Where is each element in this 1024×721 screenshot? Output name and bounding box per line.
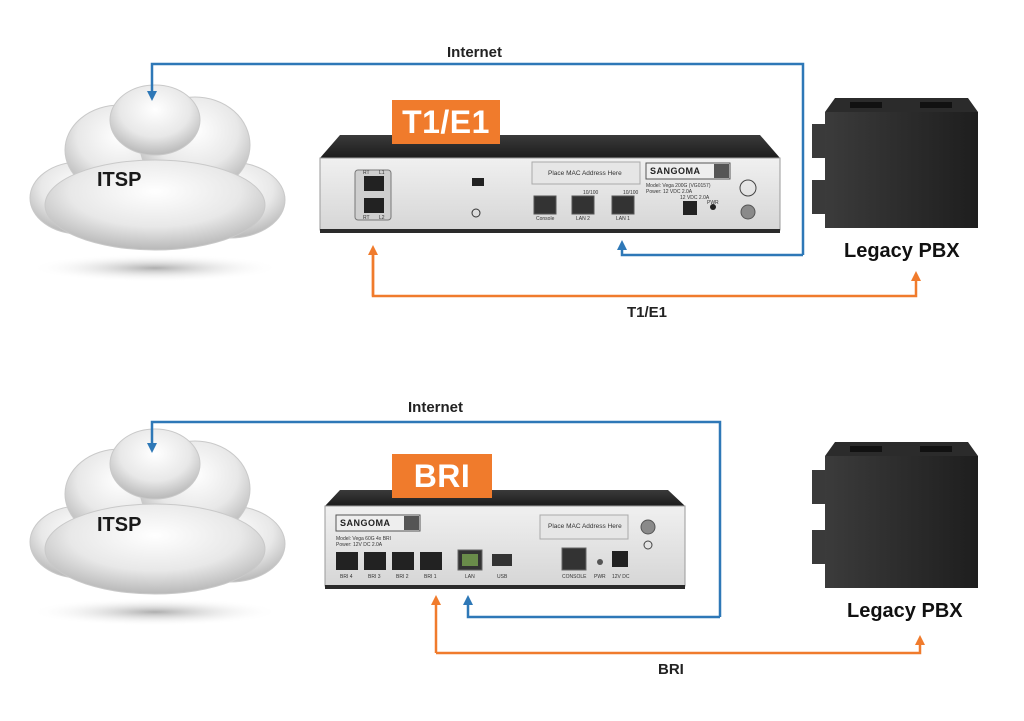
- port-label-pwr: PWR: [594, 574, 606, 580]
- legacy-pbx-top: [812, 98, 978, 228]
- power-spec-label: Power: 12V DC 2.0A: [336, 542, 383, 548]
- model-label: Model: Vega 200G (VG0157): [646, 183, 711, 189]
- e1-port-label: RT: [363, 170, 370, 176]
- pwr-led-label: PWR: [707, 200, 719, 206]
- sangoma-logo: SANGOMA: [340, 518, 391, 528]
- t1e1-badge: T1/E1: [392, 100, 500, 144]
- dc-input-label: 12 VDC 2.0A: [680, 195, 710, 201]
- mac-address-label: Place MAC Address Here: [548, 170, 622, 177]
- t1e1-link-label: T1/E1: [627, 304, 668, 321]
- port-label-lan: LAN: [465, 574, 475, 580]
- mac-address-label: Place MAC Address Here: [548, 523, 622, 530]
- port-label-bri1: BRI 1: [424, 574, 437, 580]
- port-label-bri3: BRI 3: [368, 574, 381, 580]
- gateway-device-top: [319, 135, 781, 233]
- model-label: Model: Vega 60G 4x BRI: [336, 536, 392, 542]
- internet-link-bottom: [147, 420, 722, 617]
- cloud-itsp-bottom: [29, 428, 286, 626]
- bri-badge: BRI: [392, 454, 492, 498]
- bri-link-label: BRI: [658, 661, 684, 678]
- cloud-itsp-top: [29, 84, 286, 282]
- power-spec-label: Power: 12 VDC 2.0A: [646, 189, 693, 195]
- port-label-console: CONSOLE: [562, 574, 587, 580]
- t1e1-link-top: [371, 250, 921, 298]
- bri-link-bottom: [436, 635, 925, 655]
- internet-label-bottom: Internet: [408, 399, 464, 416]
- port-label-usb: USB: [497, 574, 508, 580]
- sangoma-logo: SANGOMA: [650, 166, 701, 176]
- port-label-bri4: BRI 4: [340, 574, 353, 580]
- itsp-label-top: ITSP: [97, 169, 142, 191]
- e1-port-label: RT: [363, 215, 370, 221]
- itsp-label-bottom: ITSP: [97, 514, 142, 536]
- internet-label-top: Internet: [447, 44, 503, 61]
- port-label-lan1: LAN 1: [616, 216, 630, 222]
- port-label-dc: 12V DC: [612, 574, 630, 580]
- e1-port-label: L1: [379, 170, 385, 176]
- port-speed-label: 10/100: [583, 190, 599, 196]
- gateway-device-bottom: [324, 490, 686, 589]
- legacy-pbx-label-bottom: Legacy PBX: [847, 600, 963, 622]
- legacy-pbx-label-top: Legacy PBX: [844, 240, 960, 262]
- e1-port-label: L2: [379, 215, 385, 221]
- port-label-console: Console: [536, 216, 555, 222]
- port-label-lan2: LAN 2: [576, 216, 590, 222]
- port-label-bri2: BRI 2: [396, 574, 409, 580]
- port-speed-label: 10/100: [623, 190, 639, 196]
- legacy-pbx-bottom: [812, 442, 978, 588]
- internet-link-top: [147, 62, 805, 255]
